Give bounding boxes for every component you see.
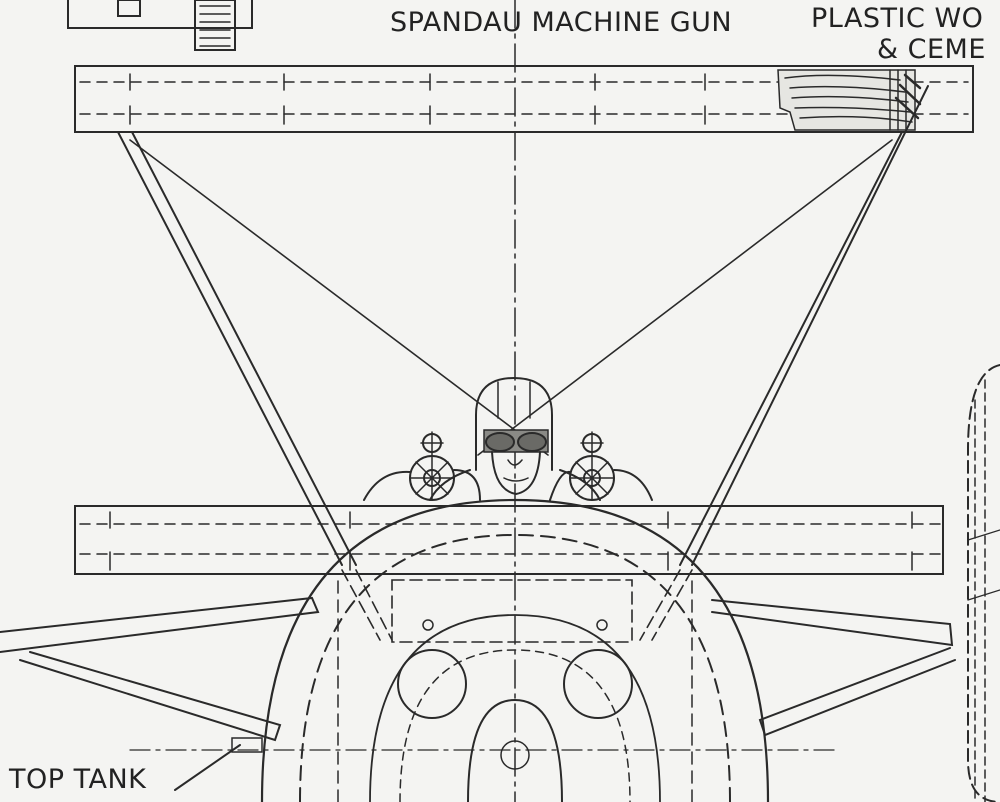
wheel-side	[967, 364, 1000, 802]
spandau-machine-gun-label: SPANDAU MACHINE GUN	[390, 7, 733, 38]
right-machine-gun	[549, 431, 653, 501]
right-strut	[679, 85, 929, 566]
lower-wing	[74, 505, 944, 575]
left-strut	[117, 131, 357, 566]
plastic-wood-label-line2: & CEME	[877, 34, 986, 65]
engine-cowling	[129, 498, 841, 802]
bracing-wires	[129, 139, 893, 456]
left-landing-struts	[0, 596, 320, 742]
cabane-struts	[341, 569, 693, 641]
left-machine-gun	[363, 431, 481, 501]
wing-cutaway-wood	[777, 69, 922, 131]
corner-fitting	[67, 0, 253, 51]
top-tank-leader	[174, 737, 263, 791]
plastic-wood-label-line1: PLASTIC WO	[811, 3, 984, 34]
top-tank-label: TOP TANK	[9, 764, 147, 795]
right-landing-struts	[711, 599, 956, 737]
upper-wing	[74, 65, 974, 133]
